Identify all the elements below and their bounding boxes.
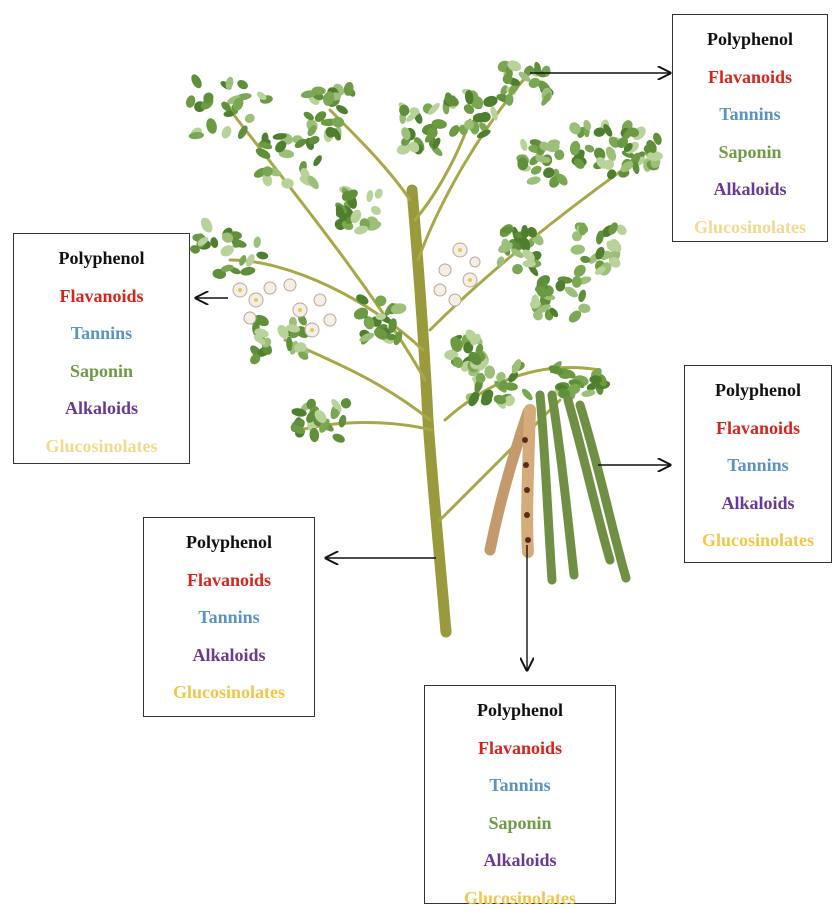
leaflet <box>220 125 233 140</box>
leaflet <box>519 138 529 152</box>
leaflet <box>386 334 396 340</box>
compound-alkaloids: Alkaloids <box>14 390 189 428</box>
leaflet <box>209 236 219 249</box>
seed-pods <box>490 395 626 580</box>
flowers <box>233 243 480 337</box>
leaflet <box>205 117 218 135</box>
leaflet <box>338 414 348 428</box>
leaflet <box>572 276 582 288</box>
leaflet <box>240 266 256 277</box>
compound-glucosinolates: Glucosinolates <box>14 428 189 466</box>
leaflet <box>281 178 293 188</box>
compound-polyphenol: Polyphenol <box>685 372 831 410</box>
leaflet <box>581 389 596 398</box>
compound-flavanoids: Flavanoids <box>673 59 827 97</box>
leaflet <box>374 294 388 307</box>
compound-flavanoids: Flavanoids <box>144 562 314 600</box>
compound-alkaloids: Alkaloids <box>425 842 615 880</box>
compound-saponin: Saponin <box>14 353 189 391</box>
pods-compound-box: Polyphenol Flavanoids Tannins Alkaloids … <box>684 365 832 563</box>
leaflet <box>577 289 587 303</box>
flowers-compound-box: Polyphenol Flavanoids Tannins Saponin Al… <box>13 233 190 464</box>
compound-tannins: Tannins <box>425 767 615 805</box>
leaflet <box>583 143 595 154</box>
leaflet <box>332 116 345 127</box>
compound-tannins: Tannins <box>144 599 314 637</box>
leaflet <box>511 263 524 275</box>
compound-flavanoids: Flavanoids <box>14 278 189 316</box>
leaflet <box>589 375 602 384</box>
leaflet <box>484 365 495 379</box>
compound-glucosinolates: Glucosinolates <box>144 674 314 712</box>
leaflet <box>482 94 499 108</box>
leaflet <box>331 432 346 445</box>
compound-tannins: Tannins <box>673 96 827 134</box>
compound-tannins: Tannins <box>685 447 831 485</box>
compound-tannins: Tannins <box>14 315 189 353</box>
stem-compound-box: Polyphenol Flavanoids Tannins Alkaloids … <box>143 517 315 717</box>
compound-polyphenol: Polyphenol <box>425 692 615 730</box>
leaflet <box>236 78 250 91</box>
leaflet <box>243 112 256 125</box>
leaflet <box>373 187 384 199</box>
leaflet <box>529 164 543 177</box>
leaflet <box>366 190 374 203</box>
compound-glucosinolates: Glucosinolates <box>425 880 615 917</box>
seeds-compound-box: Polyphenol Flavanoids Tannins Saponin Al… <box>424 685 616 904</box>
leaflet <box>199 216 215 235</box>
leaflet <box>369 204 382 217</box>
compound-saponin: Saponin <box>425 805 615 843</box>
compound-alkaloids: Alkaloids <box>685 485 831 523</box>
compound-glucosinolates: Glucosinolates <box>673 209 827 247</box>
compound-polyphenol: Polyphenol <box>673 21 827 59</box>
leaves-compound-box: Polyphenol Flavanoids Tannins Saponin Al… <box>672 14 828 242</box>
compound-polyphenol: Polyphenol <box>14 240 189 278</box>
leaflet <box>188 131 204 140</box>
compound-flavanoids: Flavanoids <box>685 410 831 448</box>
leaflet <box>520 387 534 402</box>
compound-glucosinolates: Glucosinolates <box>685 522 831 560</box>
compound-flavanoids: Flavanoids <box>425 730 615 768</box>
leaflet <box>526 175 542 186</box>
leaflet <box>340 397 353 410</box>
leaflet <box>256 251 269 261</box>
compound-alkaloids: Alkaloids <box>144 637 314 675</box>
leaflet <box>189 73 204 90</box>
leaflet <box>605 168 617 181</box>
leaflet <box>570 244 585 255</box>
leaflet <box>521 225 528 239</box>
compound-polyphenol: Polyphenol <box>144 524 314 562</box>
compound-alkaloids: Alkaloids <box>673 171 827 209</box>
compound-saponin: Saponin <box>673 134 827 172</box>
leaflet <box>253 236 262 248</box>
leaflet <box>312 154 324 168</box>
